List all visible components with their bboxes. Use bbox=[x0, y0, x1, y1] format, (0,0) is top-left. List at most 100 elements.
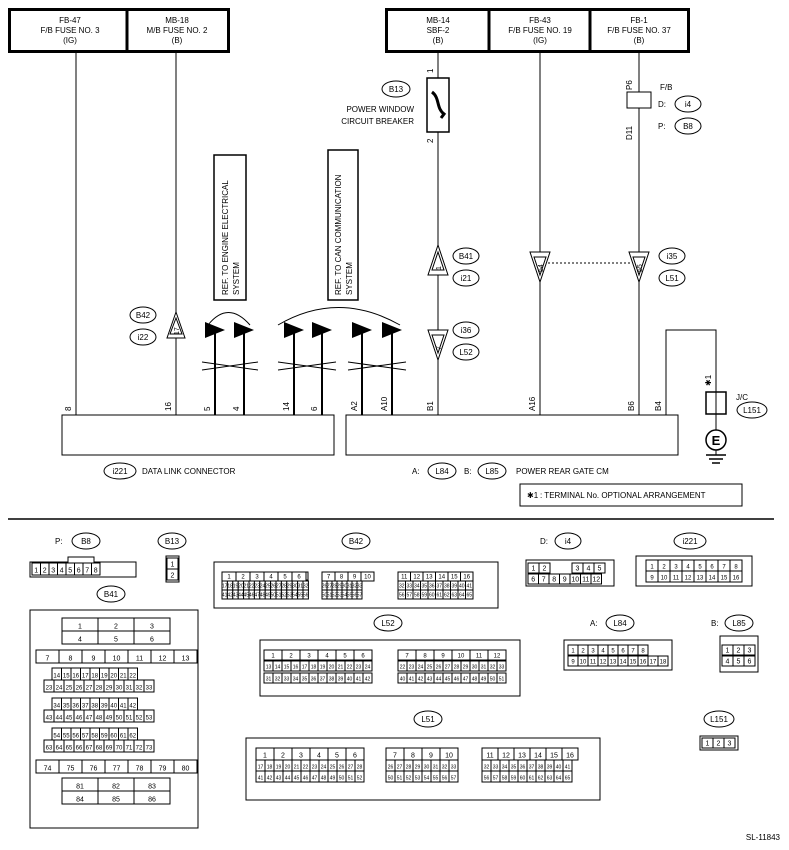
pin-number: 74 bbox=[44, 766, 52, 773]
pin-number: 53 bbox=[146, 716, 153, 722]
pin-number: 23 bbox=[312, 765, 318, 771]
fuse-header-right: MB-14 SBF-2 (B) FB-43 F/B FUSE NO. 19 (I… bbox=[385, 8, 690, 53]
dlc-pin-6: 6 bbox=[310, 406, 319, 411]
pin-number: 46 bbox=[303, 776, 309, 782]
pin-number: 21 bbox=[294, 765, 300, 771]
pin-number: 42 bbox=[129, 704, 136, 710]
pin-cell bbox=[356, 589, 363, 600]
pin-number: 29 bbox=[463, 665, 469, 671]
pin-number: 65 bbox=[466, 593, 472, 599]
view-i4-code: i4 bbox=[565, 537, 572, 546]
view-b42-code: B42 bbox=[349, 537, 364, 546]
pin-number: 16 bbox=[463, 575, 470, 581]
pin-number: 56 bbox=[484, 776, 490, 782]
pin-number: 81 bbox=[76, 784, 84, 791]
pin-number: 25 bbox=[427, 665, 433, 671]
note-text: : TERMINAL No. OPTIONAL ARRANGEMENT bbox=[540, 491, 706, 500]
view-b41-code: B41 bbox=[104, 590, 119, 599]
pin-number: 11 bbox=[136, 656, 143, 663]
pin-number: 64 bbox=[556, 776, 562, 782]
pin-number: 6 bbox=[621, 649, 625, 655]
pin-cell bbox=[538, 562, 551, 574]
pin-number: 46 bbox=[454, 677, 460, 683]
pin-number: 13 bbox=[426, 575, 433, 581]
header-mb18-line2: M/B FUSE NO. 2 bbox=[147, 26, 208, 35]
cm-pin-a2: A2 bbox=[350, 401, 359, 411]
pin-number: 5 bbox=[737, 659, 741, 666]
pin-number: 41 bbox=[409, 677, 415, 683]
pin-number: 1 bbox=[171, 562, 175, 569]
pin-number: 45 bbox=[244, 593, 250, 599]
pin-number: 12 bbox=[592, 577, 600, 584]
pin-number: 1 bbox=[706, 741, 710, 748]
pin-number: 85 bbox=[112, 797, 120, 804]
pin-number: 11 bbox=[486, 753, 493, 760]
cm-name: POWER REAR GATE CM bbox=[516, 467, 609, 476]
pin-number: 42 bbox=[227, 593, 233, 599]
note-star: ✱1 bbox=[527, 491, 539, 500]
pin-cell bbox=[465, 589, 474, 600]
pin-number: 24 bbox=[260, 584, 266, 590]
pin-number: 31 bbox=[433, 765, 439, 771]
pin-number: 1 bbox=[532, 566, 536, 573]
i36-pin: 7 bbox=[436, 346, 443, 350]
i36-code: i36 bbox=[461, 326, 472, 335]
pin-number: 57 bbox=[82, 734, 89, 740]
pin-number: 32 bbox=[484, 765, 490, 771]
pin-number: 54 bbox=[292, 593, 298, 599]
pin-number: 84 bbox=[76, 797, 84, 804]
pin-number: 2 bbox=[717, 741, 721, 748]
pin-number: 14 bbox=[53, 674, 60, 680]
pin-number: 44 bbox=[436, 677, 442, 683]
pin-number: 17 bbox=[82, 674, 89, 680]
pin-number: 1 bbox=[726, 648, 730, 655]
pin-number: 71 bbox=[126, 746, 133, 752]
pin-number: 30 bbox=[292, 584, 298, 590]
connector-i35-l51: 54 55 i35 L51 bbox=[529, 247, 686, 287]
pin-number: 19 bbox=[233, 584, 239, 590]
view-l84-prefix: A: bbox=[590, 619, 598, 628]
pin-number: 1 bbox=[78, 624, 82, 631]
pin-number: 65 bbox=[66, 746, 73, 752]
i35-code2: L51 bbox=[665, 274, 679, 283]
pin-number: 3 bbox=[576, 566, 580, 573]
view-b8-prefix: P: bbox=[55, 537, 63, 546]
pin-number: 40 bbox=[110, 704, 117, 710]
pin-cell bbox=[173, 759, 198, 774]
pin-number: 58 bbox=[91, 734, 98, 740]
pin-number: 42 bbox=[267, 776, 273, 782]
cm-pin-b6: B6 bbox=[627, 401, 636, 411]
pin-number: 15 bbox=[284, 665, 290, 671]
pin-cell bbox=[743, 655, 756, 667]
pin-number: 39 bbox=[451, 584, 457, 590]
header-fb43-line3: (IG) bbox=[533, 36, 547, 45]
pin-number: 26 bbox=[388, 765, 394, 771]
pin-number: 36 bbox=[520, 765, 526, 771]
pin-number: 26 bbox=[339, 765, 345, 771]
pin-number: 3 bbox=[51, 568, 55, 575]
pin-number: 2 bbox=[662, 565, 666, 571]
pin-number: 46 bbox=[76, 716, 83, 722]
pin-number: 3 bbox=[591, 649, 595, 655]
pin-number: 50 bbox=[322, 593, 328, 599]
header-mb14-line2: SBF-2 bbox=[427, 26, 450, 35]
pin-number: 20 bbox=[110, 674, 117, 680]
pin-number: 6 bbox=[150, 637, 154, 644]
ref-engine-line1: REF. TO ENGINE ELECTRICAL bbox=[221, 180, 230, 295]
pin-number: 8 bbox=[94, 568, 98, 575]
header-fb47-line1: FB-47 bbox=[59, 16, 81, 25]
i36-code2: L52 bbox=[459, 348, 473, 357]
pin-number: 50 bbox=[116, 716, 123, 722]
pin-cell bbox=[133, 630, 171, 645]
pin-number: 21 bbox=[120, 674, 127, 680]
pin-number: 12 bbox=[600, 660, 607, 666]
pin-number: 4 bbox=[269, 575, 273, 581]
pin-number: 26 bbox=[271, 584, 277, 590]
pin-number: 15 bbox=[550, 753, 558, 760]
pin-cell bbox=[143, 739, 155, 753]
pin-number: 3 bbox=[255, 575, 259, 581]
pin-number: 13 bbox=[610, 660, 617, 666]
pin-number: 57 bbox=[357, 593, 363, 599]
pin-number: 7 bbox=[327, 575, 331, 581]
